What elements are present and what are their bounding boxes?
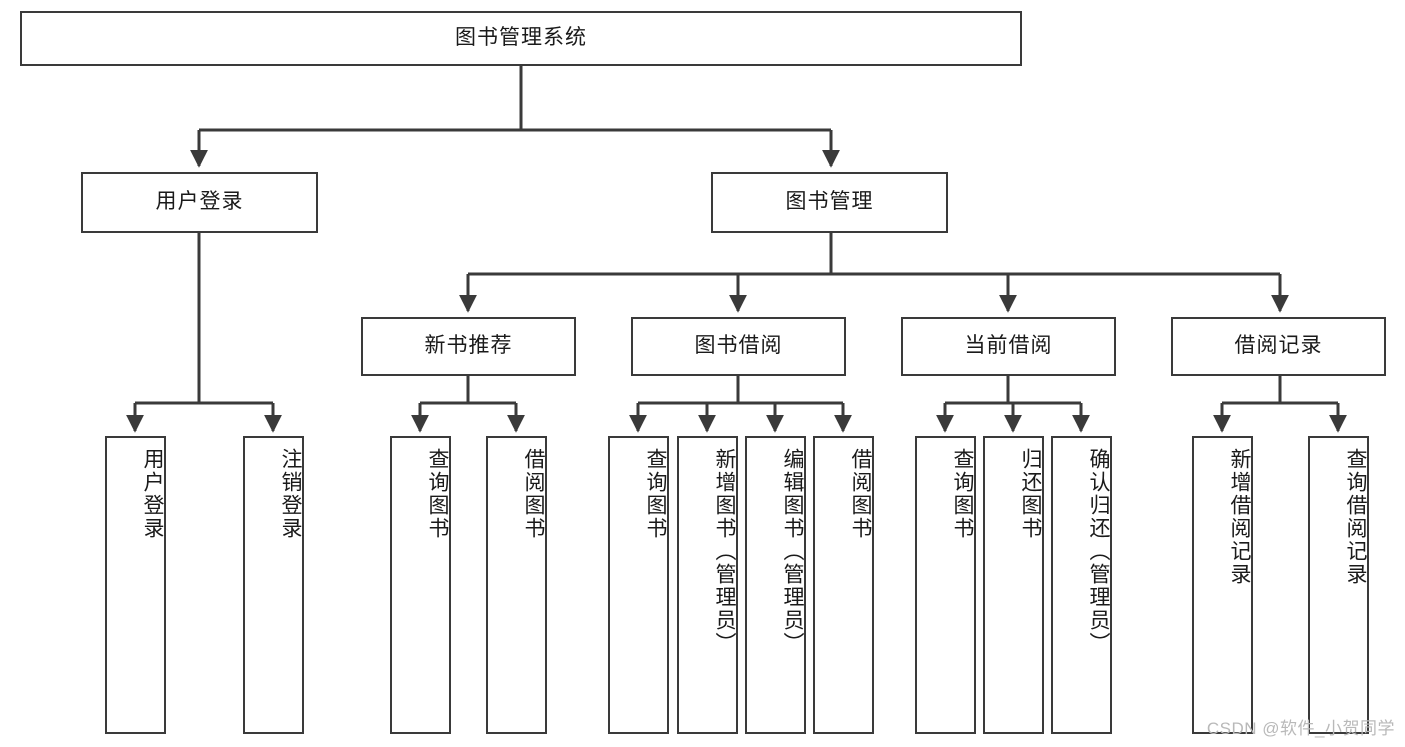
node-label: 图书管理系统 (455, 26, 587, 50)
node-label: 借阅记录 (1234, 334, 1323, 358)
node-label: 新增借阅记录 (1228, 448, 1251, 586)
node-label: 确认归还（管理员） (1087, 448, 1110, 655)
node-label: 借阅图书 (849, 448, 872, 540)
csdn-watermark: CSDN @软件_小贺同学 (1206, 719, 1395, 738)
node-label: 归还图书 (1019, 448, 1042, 540)
node-label: 新增图书（管理员） (713, 448, 736, 655)
node-label: 新书推荐 (424, 334, 513, 358)
node-leaf-query-borrow-record[interactable]: 查询借阅记录 (1308, 436, 1369, 734)
node-leaf-confirm-return-admin[interactable]: 确认归还（管理员） (1051, 436, 1112, 734)
node-label: 借阅图书 (522, 448, 545, 540)
node-leaf-borrow-book[interactable]: 借阅图书 (813, 436, 874, 734)
node-leaf-query-book-recommend[interactable]: 查询图书 (390, 436, 451, 734)
node-leaf-query-book-current[interactable]: 查询图书 (915, 436, 976, 734)
node-label: 查询借阅记录 (1344, 448, 1367, 586)
node-leaf-logout-login[interactable]: 注销登录 (243, 436, 304, 734)
node-user-login[interactable]: 用户登录 (81, 172, 318, 233)
node-leaf-borrow-book-recommend[interactable]: 借阅图书 (486, 436, 547, 734)
node-book-borrow[interactable]: 图书借阅 (631, 317, 846, 376)
node-leaf-edit-book-admin[interactable]: 编辑图书（管理员） (745, 436, 806, 734)
node-borrow-record[interactable]: 借阅记录 (1171, 317, 1386, 376)
node-label: 注销登录 (279, 448, 302, 540)
node-label: 用户登录 (141, 448, 164, 540)
node-label: 当前借阅 (964, 334, 1053, 358)
node-label: 查询图书 (951, 448, 974, 540)
node-book-management[interactable]: 图书管理 (711, 172, 948, 233)
node-leaf-user-login[interactable]: 用户登录 (105, 436, 166, 734)
node-leaf-add-book-admin[interactable]: 新增图书（管理员） (677, 436, 738, 734)
node-leaf-add-borrow-record[interactable]: 新增借阅记录 (1192, 436, 1253, 734)
node-leaf-return-book[interactable]: 归还图书 (983, 436, 1044, 734)
node-root-book-management-system[interactable]: 图书管理系统 (20, 11, 1022, 66)
node-leaf-query-book-borrow[interactable]: 查询图书 (608, 436, 669, 734)
node-current-borrow[interactable]: 当前借阅 (901, 317, 1116, 376)
node-label: 图书借阅 (694, 334, 783, 358)
node-label: 用户登录 (155, 190, 244, 214)
node-new-book-recommend[interactable]: 新书推荐 (361, 317, 576, 376)
node-label: 图书管理 (785, 190, 874, 214)
node-label: 查询图书 (644, 448, 667, 540)
node-label: 查询图书 (426, 448, 449, 540)
node-label: 编辑图书（管理员） (781, 448, 804, 655)
